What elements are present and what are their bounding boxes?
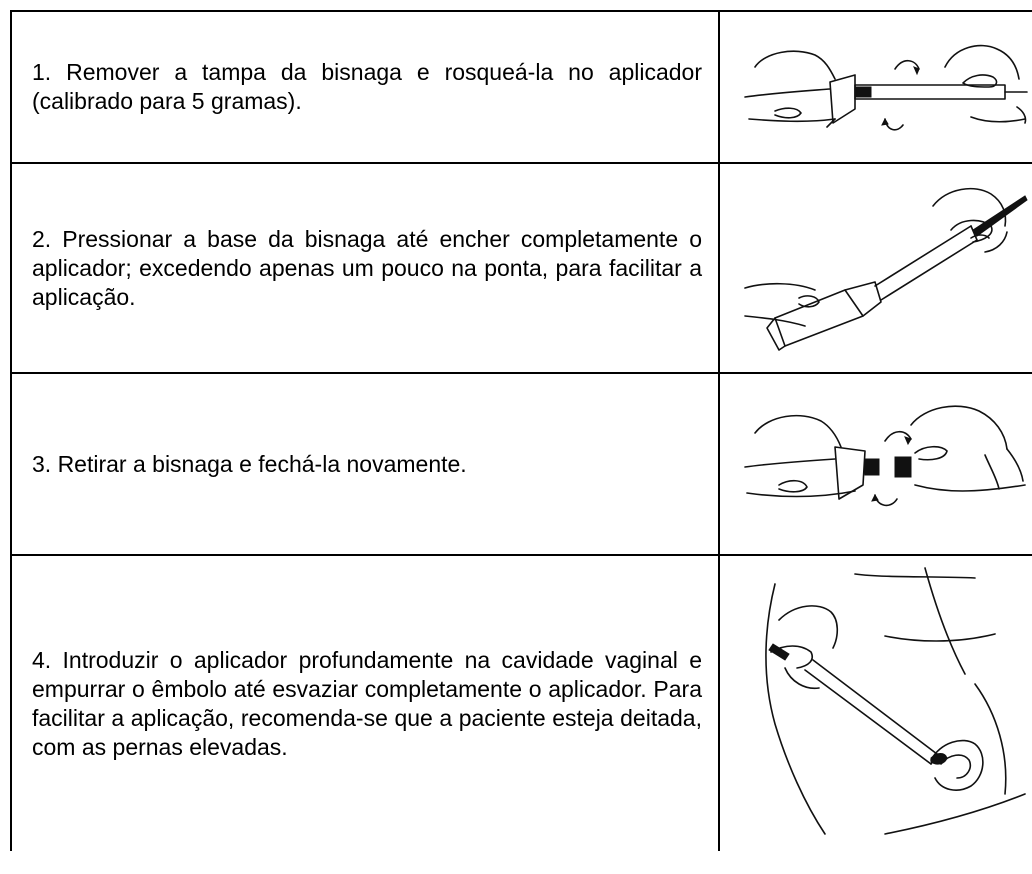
step-illustration-1 <box>718 10 1032 164</box>
step-row-4: 4. Introduzir o aplicador profundamente … <box>10 554 1032 851</box>
step-illustration-2 <box>718 162 1032 374</box>
screw-applicator-onto-tube-icon <box>744 44 1028 131</box>
step-row-1: 1. Remover a tampa da bisnaga e rosqueá-… <box>10 10 1032 164</box>
step-text-4: 4. Introduzir o aplicador profundamente … <box>10 554 720 851</box>
instructions-table: 1. Remover a tampa da bisnaga e rosqueá-… <box>10 10 1032 851</box>
close-tube-icon <box>744 405 1026 507</box>
step-text-2: 2. Pressionar a base da bisnaga até ench… <box>10 162 720 374</box>
step-text-3: 3. Retirar a bisnaga e fechá-la novament… <box>10 372 720 556</box>
step-text-1: 1. Remover a tampa da bisnaga e rosqueá-… <box>10 10 720 164</box>
step-row-2: 2. Pressionar a base da bisnaga até ench… <box>10 162 1032 374</box>
step-row-3: 3. Retirar a bisnaga e fechá-la novament… <box>10 372 1032 556</box>
insert-applicator-icon <box>765 566 1026 835</box>
step-illustration-3 <box>718 372 1032 556</box>
fill-applicator-icon <box>744 187 1028 351</box>
step-illustration-4 <box>718 554 1032 851</box>
